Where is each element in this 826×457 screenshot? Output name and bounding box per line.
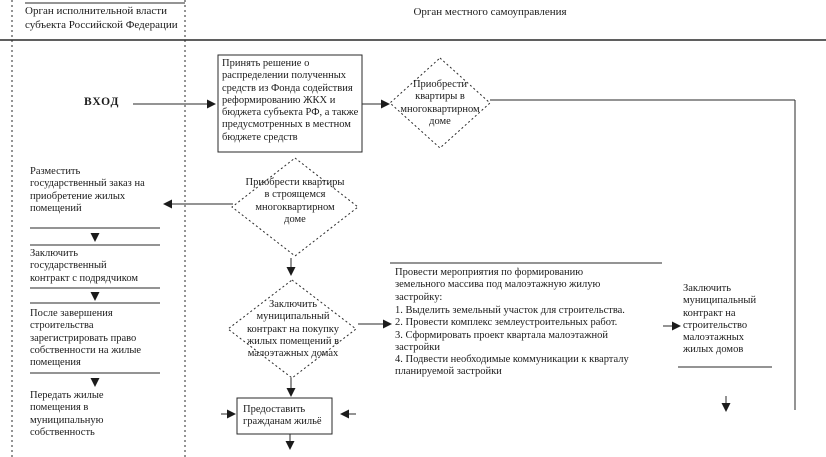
lane-header-local-government: Орган местного самоуправления bbox=[413, 6, 567, 18]
land-block-intro: Провести мероприятия по формированию зем… bbox=[395, 267, 601, 303]
arrowhead-into-d3 bbox=[286, 267, 296, 276]
buy-apartments-construction-diamond bbox=[231, 157, 359, 257]
construction-down-arrowhead bbox=[721, 403, 731, 412]
land-block-item: 1. Выделить земельный участок для строит… bbox=[395, 305, 625, 316]
left-sep2-arrowhead bbox=[90, 292, 100, 301]
land-block-item: 3. Сформировать проект квартала малоэтаж… bbox=[395, 329, 608, 353]
municipal-construction-contract-text: Заключить муниципальный контракт на стро… bbox=[683, 283, 757, 356]
left-step-place-state-order: Разместить государственный заказ на прио… bbox=[30, 166, 145, 214]
entry-arrowhead bbox=[207, 99, 216, 109]
arrowhead-into-left-column bbox=[163, 199, 172, 209]
land-block-item: 4. Подвести необходимые коммуникации к к… bbox=[395, 354, 629, 378]
lane-header-executive-authority: Орган исполнительной власти субъекта Рос… bbox=[25, 5, 178, 31]
arrowhead-into-land-block bbox=[383, 319, 392, 329]
arrowhead-into-provide-top bbox=[286, 388, 296, 397]
municipal-purchase-contract-text: Заключить муниципальный контракт на поку… bbox=[246, 299, 340, 360]
left-step-register-ownership: После завершения строительства зарегистр… bbox=[30, 308, 142, 369]
land-block-list: 1. Выделить земельный участок для строит… bbox=[395, 305, 650, 379]
arrowhead-into-construction bbox=[672, 321, 681, 331]
land-block-item: 2. Провести комплекс землеустроительных … bbox=[395, 317, 618, 329]
arrowhead-into-d1 bbox=[381, 99, 390, 109]
entry-label: ВХОД bbox=[84, 96, 120, 108]
arrowhead-into-provide-left bbox=[227, 409, 236, 419]
buy-apartments-construction-text: Приобрести квартиры в строящемся многокв… bbox=[245, 177, 345, 225]
buy-apartments-text: Приобрести квартиры в многоквартирном до… bbox=[400, 79, 480, 127]
provide-down-arrowhead bbox=[285, 441, 295, 450]
provide-housing-text: Предоставить гражданам жильё bbox=[243, 404, 322, 428]
left-step-transfer-to-municipal: Передать жилые помещения в муниципальную… bbox=[30, 390, 104, 438]
left-step-state-contract: Заключить государственный контракт с под… bbox=[30, 248, 139, 284]
left-sep1-arrowhead bbox=[90, 233, 100, 242]
provide-housing-box bbox=[236, 397, 333, 435]
arrowhead-into-provide-right bbox=[340, 409, 349, 419]
left-sep3-arrowhead bbox=[90, 378, 100, 387]
decide-funds-text: Принять решение о распределении полученн… bbox=[222, 58, 359, 143]
